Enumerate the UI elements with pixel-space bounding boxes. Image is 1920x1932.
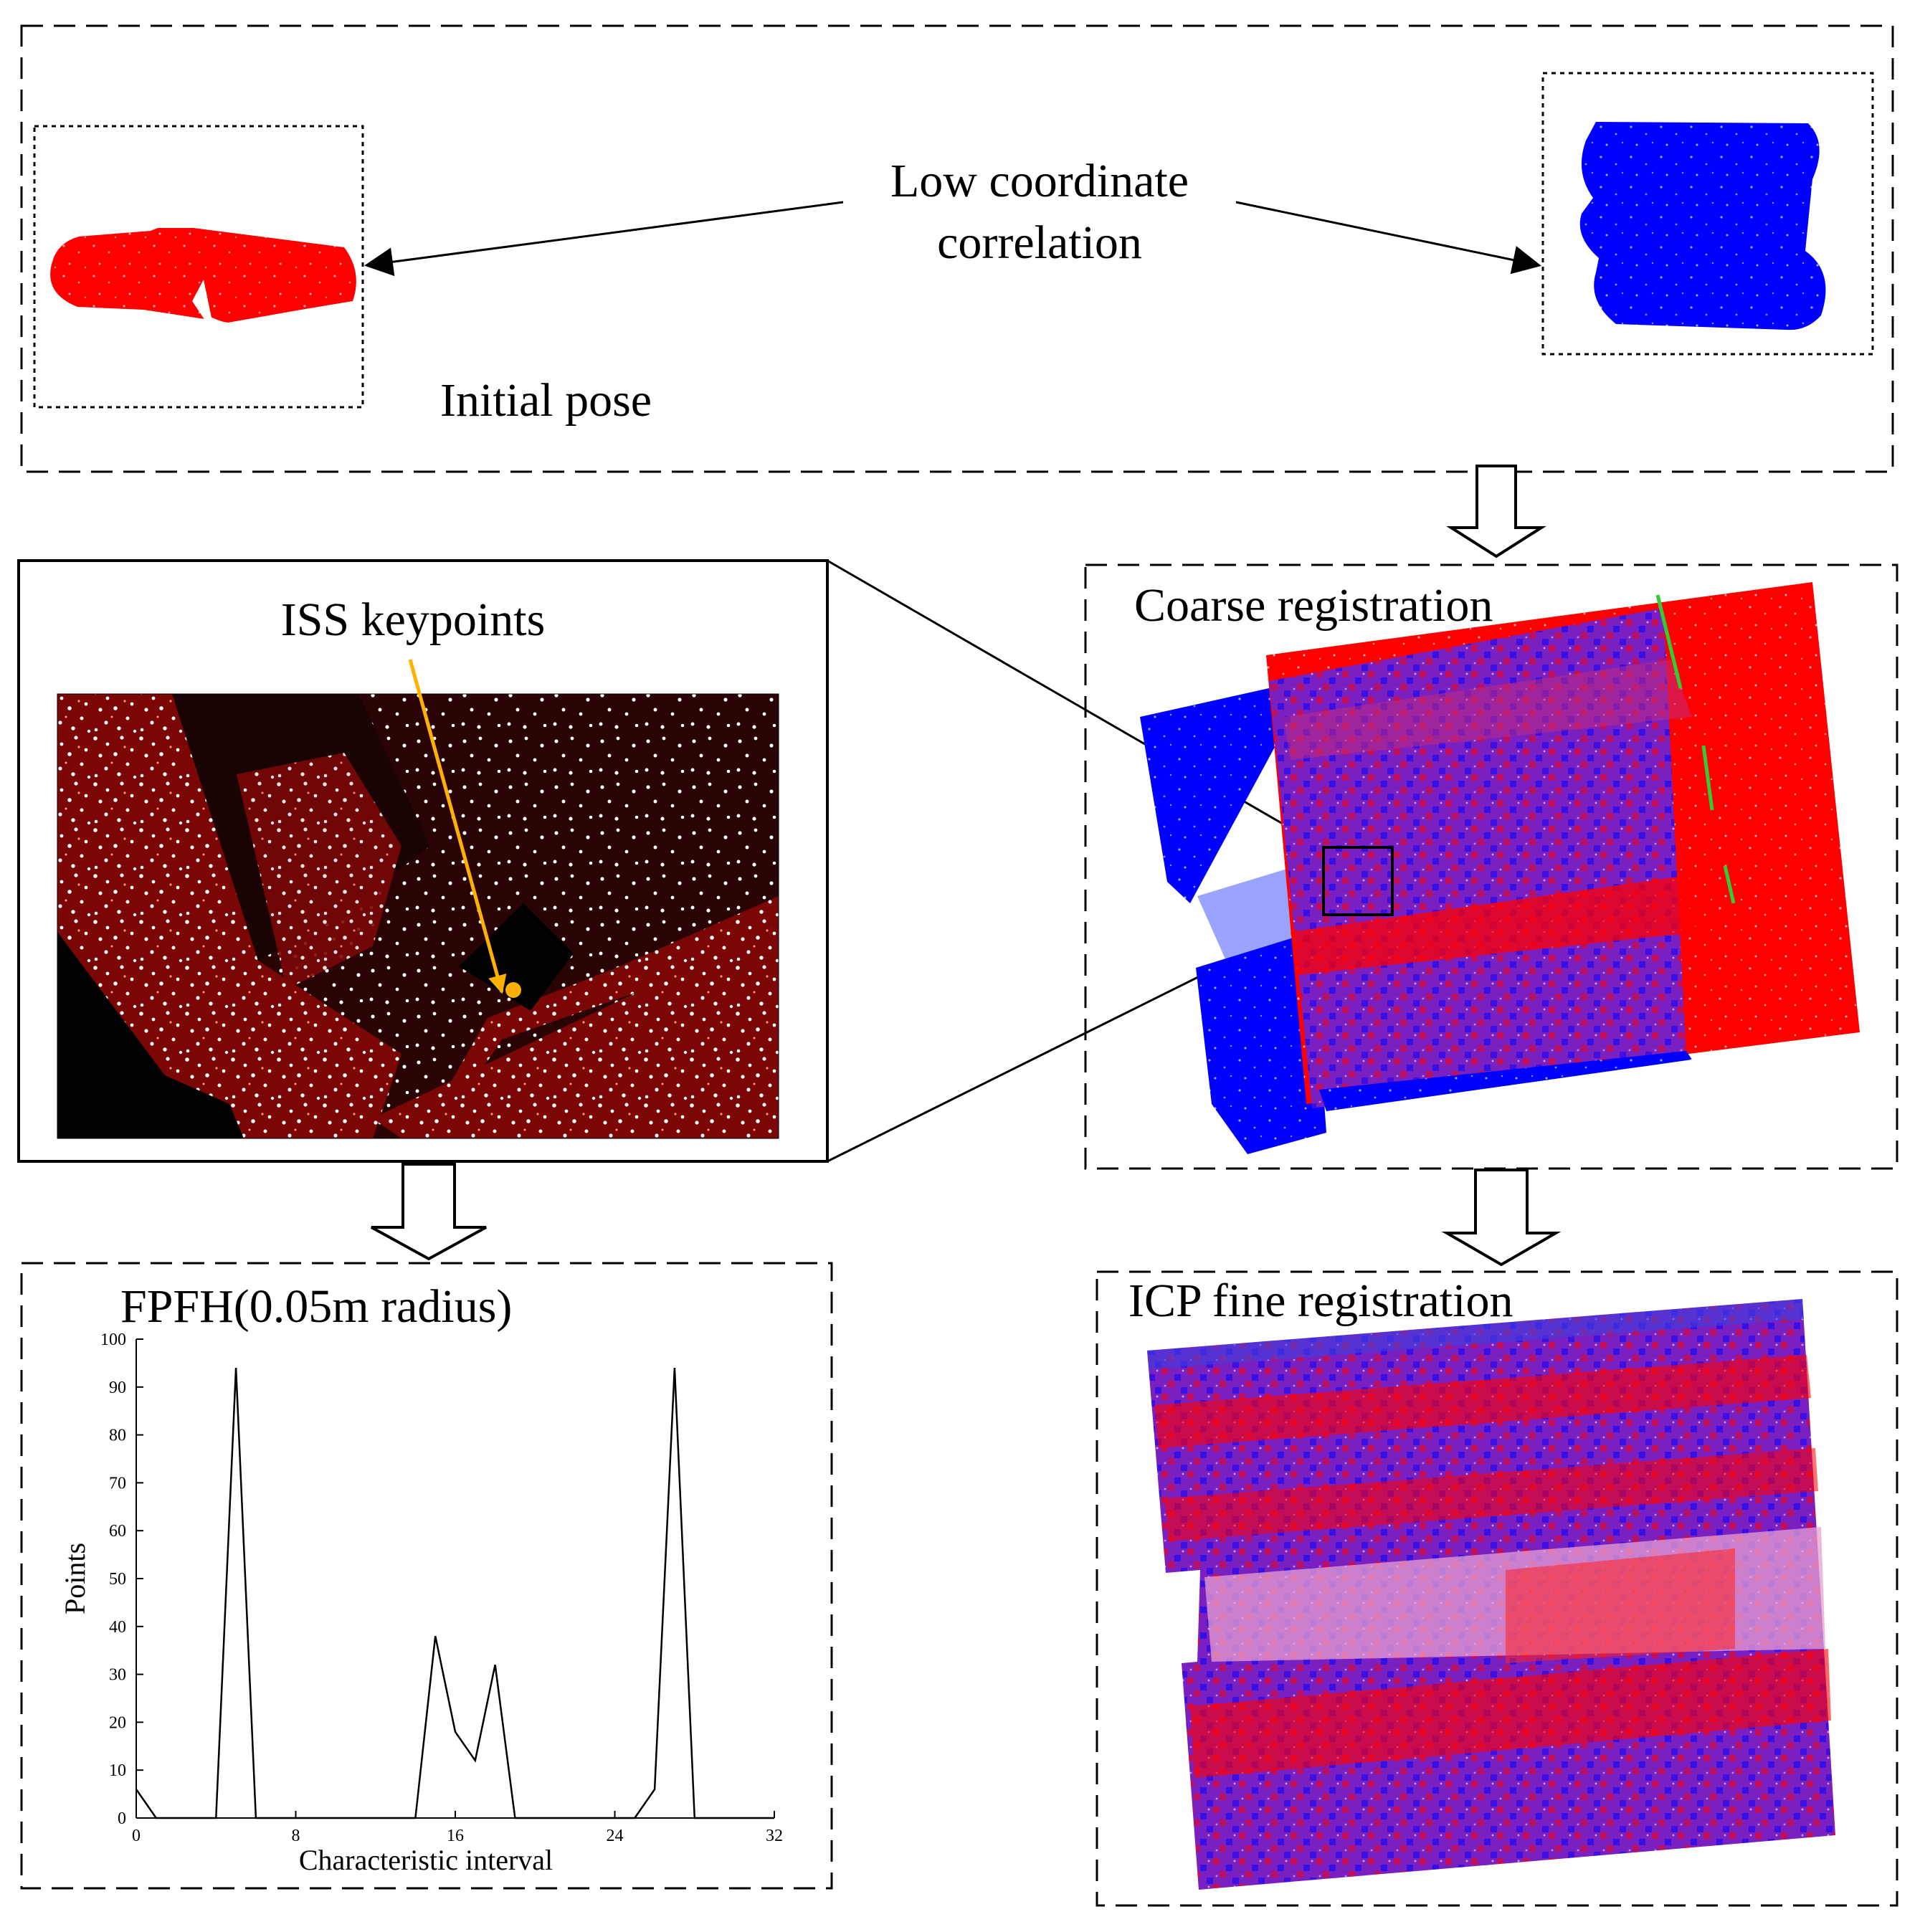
keypoint-pointer-arrow (408, 659, 507, 994)
fpfh-panel (20, 1262, 833, 1890)
flow-arrow-to-icp (1441, 1169, 1562, 1267)
pointer-arrow-to-source (364, 201, 844, 277)
icp-fine-registration-label: ICP fine registration (1128, 1275, 1513, 1327)
target-point-cloud-initial (1579, 122, 1826, 330)
flow-arrow-to-fpfh (371, 1163, 487, 1261)
low-coordinate-line1: Low coordinate (890, 155, 1189, 207)
fpfh-series-line (135, 1368, 774, 1819)
x-tick-label: 8 (292, 1827, 300, 1845)
y-tick-label: 50 (109, 1570, 126, 1589)
x-tick-label: 0 (132, 1827, 141, 1845)
target-cloud-frame (1541, 72, 1874, 356)
iss-zoom-view (57, 694, 779, 1138)
coarse-registration-label: Coarse registration (1134, 579, 1493, 632)
fpfh-histogram-chart: Points Characteristic interval 0 10 20 30 40… (59, 1331, 783, 1876)
y-tick-label: 10 (109, 1761, 126, 1780)
coarse-registration-cloud (1140, 582, 1860, 1154)
flow-arrow-to-coarse (1446, 465, 1546, 558)
zoom-region-box (1322, 846, 1394, 916)
low-coordinate-line2: correlation (937, 216, 1142, 269)
x-tick-label: 16 (447, 1827, 464, 1845)
y-axis-label: Points (59, 1543, 91, 1614)
pointer-arrow-to-target (1235, 201, 1541, 275)
source-cloud-frame (33, 125, 364, 409)
initial-pose-label: Initial pose (440, 374, 652, 427)
y-tick-label: 60 (109, 1522, 126, 1541)
y-tick-label: 20 (109, 1713, 126, 1732)
y-tick-label: 40 (109, 1618, 126, 1637)
y-tick-label: 70 (109, 1474, 126, 1493)
icp-fine-registration-cloud (1147, 1299, 1835, 1890)
y-tick-label: 0 (118, 1809, 126, 1828)
x-tick-label: 24 (607, 1827, 624, 1845)
x-axis-label: Characteristic interval (299, 1844, 553, 1876)
y-tick-label: 100 (100, 1331, 126, 1349)
y-tick-label: 30 (109, 1666, 126, 1685)
x-tick-label: 32 (766, 1827, 783, 1845)
iss-keypoints-label: ISS keypoints (281, 594, 546, 646)
source-point-cloud-initial (50, 228, 356, 343)
fpfh-title: FPFH(0.05m radius) (120, 1280, 512, 1333)
icp-fine-registration-panel (1096, 1270, 1898, 1907)
y-tick-label: 90 (109, 1379, 126, 1397)
initial-pose-panel (20, 24, 1894, 473)
y-tick-label: 80 (109, 1427, 126, 1445)
iss-keypoint-marker (505, 982, 521, 998)
